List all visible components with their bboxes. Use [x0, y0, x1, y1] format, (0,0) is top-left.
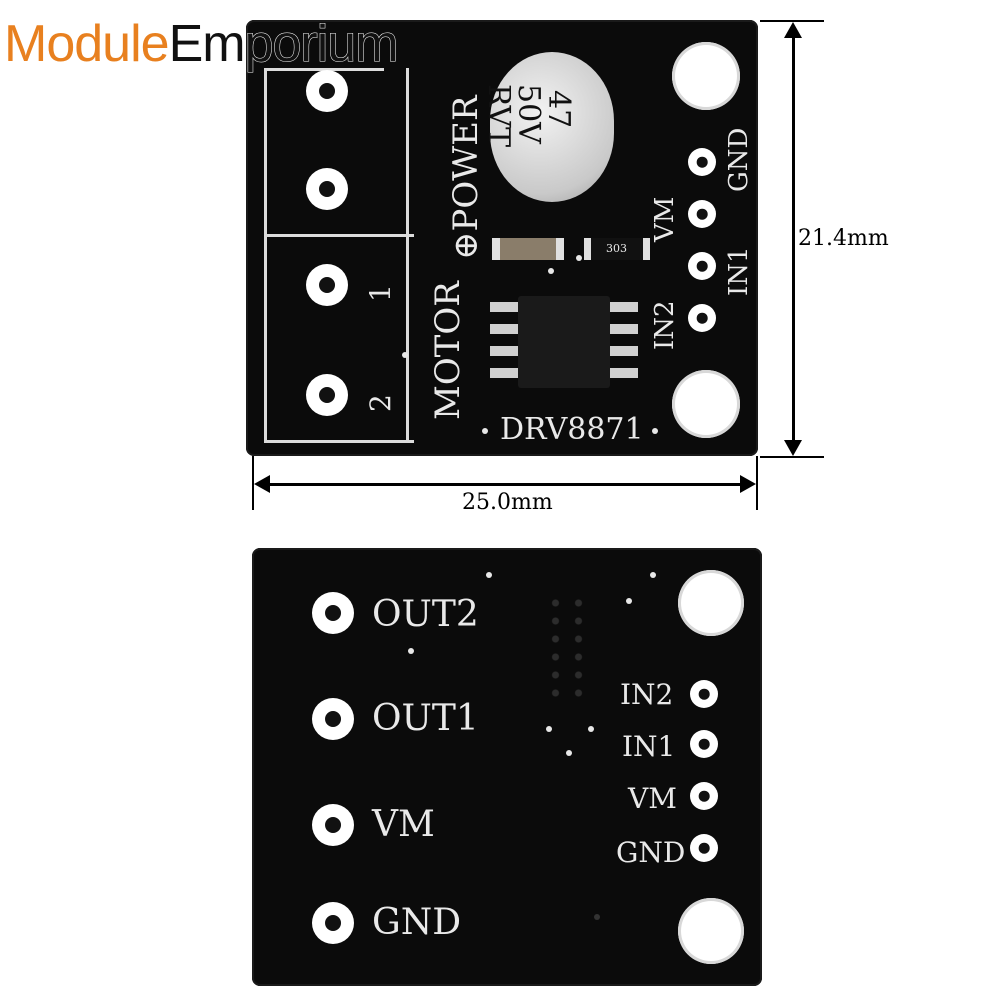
via	[486, 572, 492, 578]
motor-label: MOTOR	[428, 281, 468, 420]
dim-arrow-up-icon	[784, 22, 802, 38]
back-pad-vm	[312, 804, 354, 846]
dim-bottom-tick	[760, 456, 824, 458]
via	[566, 750, 572, 756]
back-pin-vm	[690, 782, 718, 810]
front-pin-label-vm: VM	[650, 196, 680, 242]
terminal-outline-left	[264, 68, 267, 443]
capacitor-series: RVT	[481, 84, 516, 148]
via	[546, 726, 552, 732]
height-dimension: 21.4mm	[798, 226, 889, 251]
capacitor-voltage: 50V	[511, 84, 546, 144]
ic-chip	[518, 296, 610, 388]
via	[650, 572, 656, 578]
front-pin-label-gnd: GND	[724, 127, 754, 192]
front-pcb: ⊕POWER MOTOR 1 2 47 50V RVT 303 DRV8871 …	[246, 20, 758, 456]
front-terminal-pad-2	[306, 168, 348, 210]
capacitor-value: 47	[541, 90, 576, 129]
ic-pins-right	[610, 302, 638, 382]
motor-pin1-label: 1	[364, 284, 397, 302]
back-label-gnd: GND	[372, 902, 462, 943]
front-terminal-pad-3	[306, 264, 348, 306]
via	[482, 428, 488, 434]
smd-resistor	[584, 238, 650, 260]
width-dimension: 25.0mm	[462, 490, 553, 515]
back-pad-out1	[312, 698, 354, 740]
back-pin-gnd	[690, 834, 718, 862]
motor-pin2-label: 2	[364, 394, 397, 412]
dim-vertical-line	[792, 28, 795, 450]
watermark-part1: Module	[4, 15, 170, 73]
via	[576, 255, 582, 261]
dim-right-tick	[756, 456, 758, 510]
back-mounting-hole-top	[678, 570, 744, 636]
front-mounting-hole-top	[672, 42, 740, 110]
terminal-outline-mid	[264, 234, 414, 237]
back-mounting-hole-bottom	[678, 898, 744, 964]
terminal-outline-right	[406, 68, 409, 443]
front-terminal-pad-4	[306, 374, 348, 416]
back-label-out1: OUT1	[372, 698, 479, 739]
via	[626, 598, 632, 604]
front-pin-label-in2: IN2	[650, 300, 680, 350]
front-pin-vm	[688, 200, 716, 228]
front-pin-in1	[688, 252, 716, 280]
terminal-outline-bottom	[264, 440, 414, 443]
via	[594, 914, 600, 920]
chip-name-label: DRV8871	[500, 412, 644, 447]
front-terminal-pad-1	[306, 70, 348, 112]
dim-arrow-left-icon	[254, 475, 270, 493]
dim-horizontal-line	[262, 483, 748, 486]
back-pad-out2	[312, 592, 354, 634]
front-pin-in2	[688, 304, 716, 332]
back-right-label-gnd: GND	[616, 836, 686, 869]
via	[588, 726, 594, 732]
back-label-out2: OUT2	[372, 594, 479, 635]
via	[408, 648, 414, 654]
via	[402, 352, 408, 358]
dim-left-tick	[252, 456, 254, 510]
back-pad-gnd	[312, 902, 354, 944]
dim-arrow-right-icon	[740, 475, 756, 493]
watermark-logo: ModuleEmporium	[4, 15, 399, 73]
back-label-vm: VM	[372, 804, 435, 845]
front-pin-label-in1: IN1	[724, 246, 754, 296]
chip-footprint	[544, 594, 590, 700]
back-pcb: OUT2 OUT1 VM GND IN2 IN1 VM GND	[252, 548, 762, 986]
via	[548, 268, 554, 274]
front-pin-gnd	[688, 148, 716, 176]
back-right-label-in2: IN2	[620, 678, 674, 711]
ic-pins-left	[490, 302, 518, 382]
watermark-part2: Emporium	[168, 15, 399, 73]
capacitor	[490, 52, 614, 202]
back-right-label-in1: IN1	[622, 730, 676, 763]
back-pin-in2	[690, 680, 718, 708]
power-label: ⊕POWER	[446, 95, 486, 260]
via	[652, 428, 658, 434]
back-pin-in1	[690, 730, 718, 758]
smd-capacitor	[492, 238, 564, 260]
resistor-code: 303	[606, 242, 627, 255]
dim-top-tick	[760, 20, 824, 22]
dim-arrow-down-icon	[784, 440, 802, 456]
front-mounting-hole-bottom	[672, 370, 740, 438]
back-right-label-vm: VM	[628, 782, 677, 815]
